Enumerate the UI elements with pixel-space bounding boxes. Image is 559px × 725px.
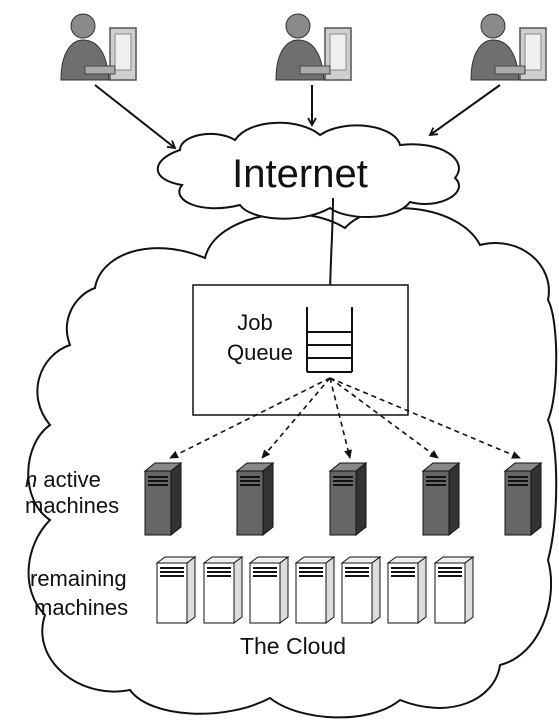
job-queue-label-line2: Queue bbox=[227, 340, 293, 365]
active-server-icon-3 bbox=[328, 461, 368, 537]
job-queue-label-line1: Job bbox=[237, 310, 272, 335]
remaining-machines-label-line1: remaining bbox=[30, 566, 127, 591]
arrow-user-left bbox=[94, 84, 177, 150]
idle-server-icon-4 bbox=[294, 556, 336, 624]
queue-icon bbox=[306, 307, 353, 373]
dispatch-arrow-4 bbox=[329, 377, 439, 459]
internet-label: Internet bbox=[232, 152, 368, 196]
idle-server-icon-7 bbox=[433, 556, 475, 624]
cloud-label: The Cloud bbox=[240, 633, 346, 659]
active-machines-label-line1: n active bbox=[25, 467, 101, 492]
dispatch-arrow-3 bbox=[329, 377, 352, 459]
arrow-user-right bbox=[428, 84, 501, 137]
idle-server-icon-1 bbox=[155, 556, 197, 624]
active-server-icon-1 bbox=[143, 461, 183, 537]
idle-server-icon-6 bbox=[386, 556, 428, 624]
dispatch-arrow-5 bbox=[329, 377, 521, 459]
user-icon-left bbox=[60, 13, 137, 81]
idle-server-icon-3 bbox=[248, 556, 290, 624]
dispatch-arrow-1 bbox=[169, 377, 331, 459]
active-server-icon-2 bbox=[235, 461, 275, 537]
active-machines-n: n bbox=[25, 467, 37, 492]
idle-server-icon-2 bbox=[202, 556, 244, 624]
idle-server-icon-5 bbox=[340, 556, 382, 624]
user-icon-right bbox=[470, 13, 547, 81]
active-server-icon-5 bbox=[503, 461, 543, 537]
active-server-icon-4 bbox=[421, 461, 461, 537]
job-queue-box bbox=[192, 284, 409, 416]
user-icon-center bbox=[275, 13, 352, 81]
active-machines-label-line2: machines bbox=[25, 493, 119, 518]
remaining-machines-label-line2: machines bbox=[34, 595, 128, 620]
internet-cloud bbox=[156, 121, 460, 220]
active-machines-word: active bbox=[37, 467, 101, 492]
